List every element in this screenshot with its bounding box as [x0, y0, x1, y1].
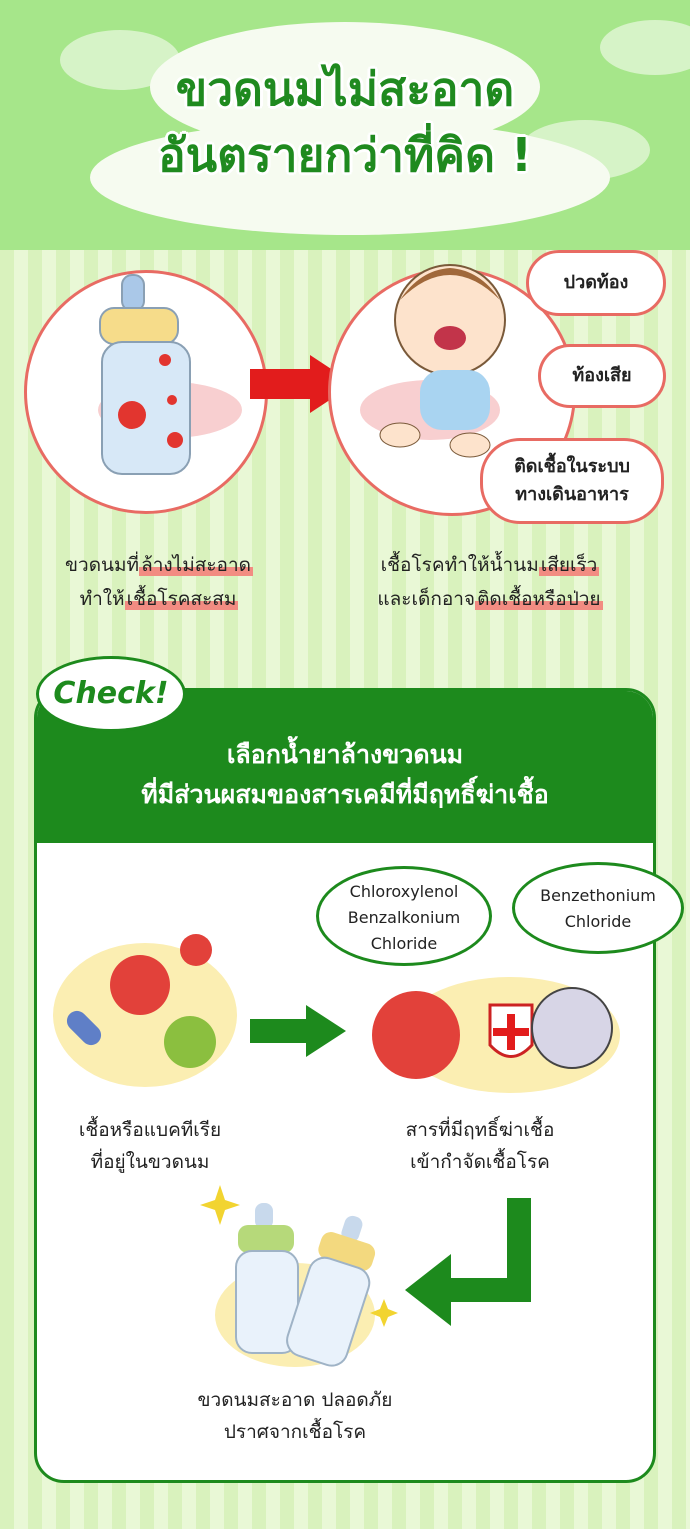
- caption-line: เข้ากำจัดเชื้อโรค: [410, 1151, 550, 1173]
- symptom-label: ทางเดินอาหาร: [515, 484, 629, 505]
- title-line-1: ขวดนมไม่สะอาด: [175, 62, 515, 116]
- chemical-name: Benzalkonium: [347, 908, 461, 927]
- germs-caption: เชื้อหรือแบคทีเรีย ที่อยู่ในขวดนม: [40, 1114, 260, 1178]
- agent-caption: สารที่มีฤทธิ์ฆ่าเชื้อ เข้ากำจัดเชื้อโรค: [360, 1114, 600, 1178]
- symptom-label: ปวดท้อง: [563, 272, 629, 293]
- check-label: Check!: [53, 676, 169, 711]
- left-caption-line-2: ทำให้เชื้อโรคสะสม: [24, 582, 294, 616]
- caption-highlight: ติดเชื้อหรือป่วย: [475, 588, 603, 610]
- caption-text: และเด็กอาจ: [377, 588, 476, 610]
- chemical-bubble-2: Benzethonium Chloride: [512, 862, 684, 954]
- caption-text: ทำให้: [79, 588, 125, 610]
- left-caption-line-1: ขวดนมที่ล้างไม่สะอาด: [24, 548, 294, 582]
- caption-highlight: ล้างไม่สะอาด: [139, 554, 253, 576]
- symptom-label: ติดเชื้อในระบบ: [514, 456, 630, 477]
- dirty-bottle-illustration: [98, 274, 242, 475]
- virus-vs-agent-illustration: [372, 977, 620, 1093]
- right-caption: เชื้อโรคทำให้น้ำนมเสียเร็ว และเด็กอาจติด…: [330, 548, 650, 616]
- page-title: ขวดนมไม่สะอาด อันตรายกว่าที่คิด !: [0, 56, 690, 188]
- caption-text: ขวดนมที่: [65, 554, 140, 576]
- caption-highlight: เสียเร็ว: [538, 554, 600, 576]
- baby-illustration: [360, 264, 506, 458]
- symptom-stomachache: ปวดท้อง: [526, 250, 666, 316]
- caption-highlight: เชื้อโรคสะสม: [124, 588, 239, 610]
- symptom-gi-infection: ติดเชื้อในระบบ ทางเดินอาหาร: [480, 438, 664, 524]
- arrow-down-left-icon: [405, 1198, 531, 1326]
- right-caption-line-2: และเด็กอาจติดเชื้อหรือป่วย: [330, 582, 650, 616]
- chemical-name: Chloroxylenol: [349, 882, 459, 901]
- left-caption: ขวดนมที่ล้างไม่สะอาด ทำให้เชื้อโรคสะสม: [24, 548, 294, 616]
- caption-line: ขวดนมสะอาด ปลอดภัย: [197, 1389, 393, 1411]
- arrow-right-icon: [250, 1005, 346, 1057]
- chemical-name: Benzethonium: [540, 886, 656, 905]
- panel-title-line-1: เลือกน้ำยาล้างขวดนม: [226, 740, 464, 769]
- caption-line: ปราศจากเชื้อโรค: [223, 1421, 367, 1443]
- title-cloud: [90, 120, 610, 235]
- title-line-2: อันตรายกว่าที่คิด !: [158, 128, 532, 182]
- clean-bottles-illustration: [200, 1185, 398, 1367]
- symptom-label: ท้องเสีย: [572, 365, 632, 386]
- chemical-name: Chloride: [564, 912, 632, 931]
- chemical-name: Chloride: [370, 934, 438, 953]
- panel-title: เลือกน้ำยาล้างขวดนม ที่มีส่วนผสมของสารเค…: [37, 735, 653, 815]
- panel-title-line-2: ที่มีส่วนผสมของสารเคมีที่มีฤทธิ์ฆ่าเชื้อ: [141, 780, 549, 809]
- right-caption-line-1: เชื้อโรคทำให้น้ำนมเสียเร็ว: [330, 548, 650, 582]
- symptom-diarrhea: ท้องเสีย: [538, 344, 666, 408]
- caption-line: สารที่มีฤทธิ์ฆ่าเชื้อ: [405, 1119, 555, 1141]
- caption-line: เชื้อหรือแบคทีเรีย: [78, 1119, 222, 1141]
- result-caption: ขวดนมสะอาด ปลอดภัย ปราศจากเชื้อโรค: [140, 1384, 450, 1448]
- check-badge: Check!: [36, 656, 186, 732]
- cloud: [600, 20, 690, 75]
- germs-illustration: [53, 934, 237, 1087]
- caption-text: เชื้อโรคทำให้น้ำนม: [380, 554, 539, 576]
- chemical-bubble-1: Chloroxylenol Benzalkonium Chloride: [316, 866, 492, 966]
- caption-line: ที่อยู่ในขวดนม: [90, 1151, 210, 1173]
